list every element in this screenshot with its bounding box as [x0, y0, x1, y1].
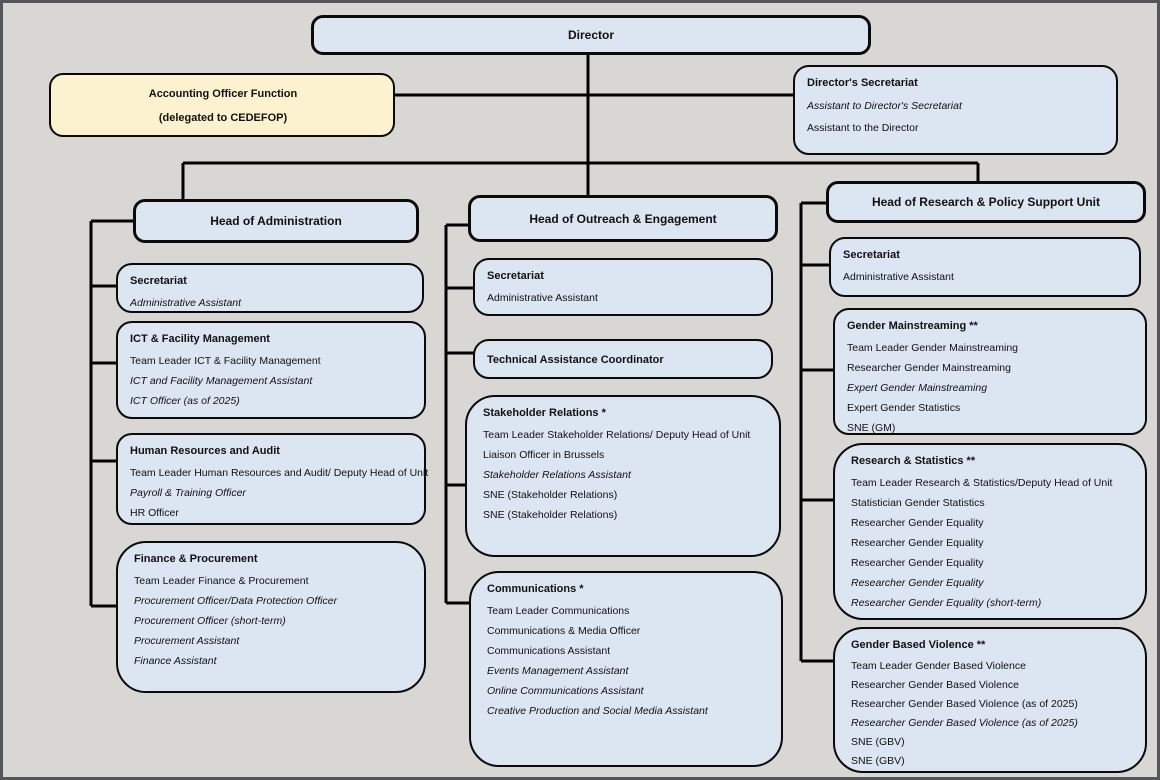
member-line: Events Management Assistant: [487, 665, 629, 677]
member-line: Team Leader Research & Statistics/Deputy…: [851, 477, 1113, 489]
accounting-officer-line1: Accounting Officer Function: [148, 88, 298, 100]
member-line: SNE (Stakeholder Relations): [483, 509, 618, 521]
member-line: Researcher Gender Equality (short-term): [851, 597, 1042, 609]
member-line: Stakeholder Relations Assistant: [483, 469, 631, 481]
unit-finance-procurement: Finance & Procurement Team Leader Financ…: [116, 541, 426, 693]
member-line: Payroll & Training Officer: [130, 487, 246, 499]
member-line: Researcher Gender Equality: [851, 537, 984, 549]
director-box: Director: [311, 15, 871, 55]
member-line: SNE (GM): [847, 422, 896, 434]
unit-title: Finance & Procurement: [134, 553, 258, 565]
member-line: Administrative Assistant: [130, 297, 242, 309]
head-of-administration-box: Head of Administration: [133, 199, 419, 243]
member-line: Communications Assistant: [487, 645, 611, 657]
member-line: Team Leader Stakeholder Relations/ Deput…: [483, 429, 751, 441]
member-line: Procurement Officer (short-term): [134, 615, 286, 627]
unit-technical-assistance-coordinator: Technical Assistance Coordinator: [473, 339, 773, 379]
member-list: Administrative Assistant: [487, 288, 761, 308]
member-line: ICT and Facility Management Assistant: [130, 375, 313, 387]
unit-stakeholder-relations: Stakeholder Relations * Team Leader Stak…: [465, 395, 781, 557]
member-list: Team Leader Research & Statistics/Deputy…: [851, 473, 1135, 613]
unit-secretariat-outreach: Secretariat Administrative Assistant: [473, 258, 773, 316]
member-line: Finance Assistant: [134, 655, 217, 667]
member-line: Assistant to the Director: [807, 122, 919, 134]
unit-gender-mainstreaming: Gender Mainstreaming ** Team Leader Gend…: [833, 308, 1147, 435]
unit-title: Gender Based Violence **: [851, 639, 986, 651]
member-line: Researcher Gender Based Violence: [851, 679, 1019, 691]
member-line: Liaison Officer in Brussels: [483, 449, 605, 461]
unit-title: Technical Assistance Coordinator: [487, 354, 664, 366]
member-line: Team Leader Communications: [487, 605, 630, 617]
member-list: Team Leader Stakeholder Relations/ Deput…: [483, 425, 769, 525]
unit-title: ICT & Facility Management: [130, 333, 270, 345]
member-list: Administrative Assistant: [130, 293, 412, 313]
member-line: Statistician Gender Statistics: [851, 497, 985, 509]
member-line: ICT Officer (as of 2025): [130, 395, 240, 407]
unit-communications: Communications * Team Leader Communicati…: [469, 571, 783, 767]
member-line: Researcher Gender Equality: [851, 517, 984, 529]
member-line: Team Leader Gender Based Violence: [851, 660, 1026, 672]
unit-secretariat-administration: Secretariat Administrative Assistant: [116, 263, 424, 313]
unit-gender-based-violence: Gender Based Violence ** Team Leader Gen…: [833, 627, 1147, 773]
member-list: Team Leader Human Resources and Audit/ D…: [130, 463, 429, 523]
unit-secretariat-research: Secretariat Administrative Assistant: [829, 237, 1141, 297]
unit-title: Director's Secretariat: [807, 77, 918, 89]
head-of-outreach-engagement-box: Head of Outreach & Engagement: [468, 195, 778, 242]
member-line: Researcher Gender Based Violence (as of …: [851, 717, 1078, 729]
unit-ict-facility-management: ICT & Facility Management Team Leader IC…: [116, 321, 426, 419]
member-line: SNE (Stakeholder Relations): [483, 489, 618, 501]
member-line: Researcher Gender Equality: [851, 557, 984, 569]
member-line: Team Leader Gender Mainstreaming: [847, 342, 1019, 354]
unit-title: Secretariat: [130, 275, 187, 287]
unit-title: Secretariat: [843, 249, 900, 261]
member-line: Online Communications Assistant: [487, 685, 644, 697]
member-line: Expert Gender Mainstreaming: [847, 382, 988, 394]
member-line: Procurement Assistant: [134, 635, 240, 647]
member-line: Assistant to Director's Secretariat: [807, 100, 962, 112]
member-line: SNE (GBV): [851, 736, 905, 748]
unit-title: Stakeholder Relations *: [483, 407, 606, 419]
unit-title: Secretariat: [487, 270, 544, 282]
member-line: Communications & Media Officer: [487, 625, 641, 637]
member-line: Procurement Officer/Data Protection Offi…: [134, 595, 338, 607]
accounting-officer-line2: (delegated to CEDEFOP): [158, 112, 288, 124]
member-line: Researcher Gender Mainstreaming: [847, 362, 1011, 374]
head-of-research-policy-support-box: Head of Research & Policy Support Unit: [826, 181, 1146, 223]
member-line: HR Officer: [130, 507, 179, 519]
member-list: Administrative Assistant: [843, 267, 1129, 287]
member-line: Researcher Gender Equality: [851, 577, 984, 589]
member-line: Researcher Gender Based Violence (as of …: [851, 698, 1078, 710]
member-line: SNE (GBV): [851, 755, 905, 767]
member-line: Team Leader Finance & Procurement: [134, 575, 309, 587]
unit-title: Gender Mainstreaming **: [847, 320, 978, 332]
unit-title: Communications *: [487, 583, 584, 595]
member-line: Team Leader ICT & Facility Management: [130, 355, 321, 367]
member-line: Team Leader Human Resources and Audit/ D…: [130, 467, 429, 479]
unit-title: Human Resources and Audit: [130, 445, 280, 457]
member-line: Administrative Assistant: [843, 271, 954, 283]
unit-research-statistics: Research & Statistics ** Team Leader Res…: [833, 443, 1147, 620]
directors-secretariat-box: Director's Secretariat Assistant to Dire…: [793, 65, 1118, 155]
accounting-officer-box: Accounting Officer Function (delegated t…: [49, 73, 395, 137]
member-line: Creative Production and Social Media Ass…: [487, 705, 708, 717]
unit-human-resources-audit: Human Resources and Audit Team Leader Hu…: [116, 433, 429, 525]
member-line: Administrative Assistant: [487, 292, 598, 304]
unit-title: Research & Statistics **: [851, 455, 976, 467]
connector-lines: [89, 55, 980, 663]
member-line: Expert Gender Statistics: [847, 402, 961, 414]
